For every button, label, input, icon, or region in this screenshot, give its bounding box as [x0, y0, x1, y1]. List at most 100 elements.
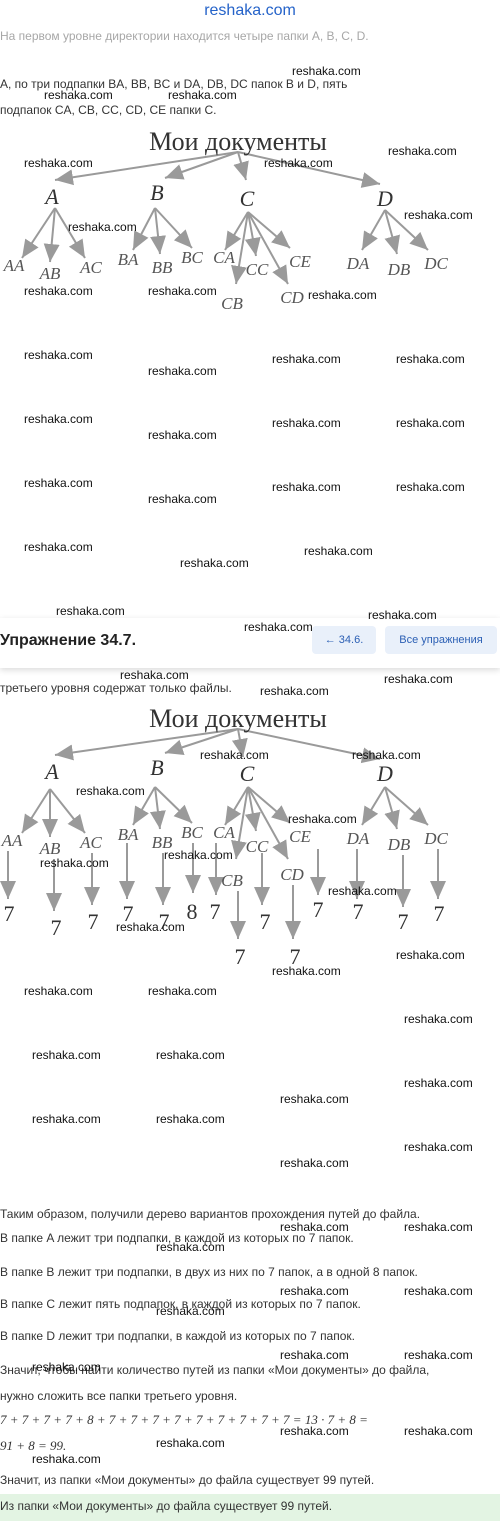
count-cb: 7: [235, 944, 246, 969]
watermark: reshaka.com: [148, 492, 217, 506]
watermark: reshaka.com: [148, 428, 217, 442]
watermark: reshaka.com: [404, 1424, 473, 1438]
watermark: reshaka.com: [24, 984, 93, 998]
folder-tree-diagram: Мои документы A B C D AA AB AC BA BB BC …: [3, 127, 449, 313]
tree2-node-cc: CC: [246, 837, 269, 856]
watermark: reshaka.com: [396, 948, 465, 962]
watermark: reshaka.com: [44, 88, 113, 102]
watermark: reshaka.com: [404, 1220, 473, 1234]
tree-edges-2: [0, 728, 446, 939]
watermark: reshaka.com: [24, 284, 93, 298]
solution-line-2: В папке A лежит три подпапки, в каждой и…: [0, 1231, 354, 1245]
watermark: reshaka.com: [352, 748, 421, 762]
solution-equation-2: 91 + 8 = 99.: [0, 1438, 67, 1453]
watermark: reshaka.com: [280, 1424, 349, 1438]
all-exercises-button[interactable]: Все упражнения: [385, 626, 497, 654]
watermark: reshaka.com: [156, 1304, 225, 1318]
node-cd: CD: [280, 288, 304, 307]
tree2-node-b: B: [150, 755, 163, 780]
watermark: reshaka.com: [264, 156, 333, 170]
solution-equation-1: 7 + 7 + 7 + 7 + 8 + 7 + 7 + 7 + 7 + 7 + …: [0, 1412, 368, 1427]
watermark: reshaka.com: [304, 544, 373, 558]
count-bb: 7: [159, 909, 170, 934]
watermark: reshaka.com: [148, 984, 217, 998]
node-aa: AA: [3, 256, 25, 275]
solution-line-3: В папке B лежит три подпапки, в двух из …: [0, 1265, 418, 1279]
watermark: reshaka.com: [32, 1048, 101, 1062]
exercise-title: Упражнение 34.7.: [0, 632, 137, 649]
tree-edges: [21, 151, 429, 285]
solution-line-1: Таким образом, получили дерево вариантов…: [0, 1207, 421, 1221]
node-da: DA: [346, 254, 370, 273]
tree2-node-dc: DC: [423, 829, 448, 848]
solution-conclusion: Значит, из папки «Мои документы» до файл…: [0, 1473, 375, 1487]
watermark: reshaka.com: [24, 348, 93, 362]
watermark: reshaka.com: [404, 1076, 473, 1090]
watermark: reshaka.com: [280, 1284, 349, 1298]
node-ce: CE: [289, 252, 311, 271]
watermark: reshaka.com: [260, 684, 329, 698]
arrow-left-icon: ←: [324, 634, 336, 646]
watermark: reshaka.com: [396, 352, 465, 366]
watermark: reshaka.com: [56, 604, 125, 618]
node-db: DB: [387, 260, 411, 279]
node-d: D: [376, 186, 393, 211]
site-link[interactable]: reshaka.com: [204, 2, 296, 19]
tree2-node-bc: BC: [181, 823, 203, 842]
node-ac: AC: [79, 258, 102, 277]
exercise-text-line: третьего уровня содержат только файлы.: [0, 681, 232, 695]
watermark: reshaka.com: [404, 1012, 473, 1026]
watermark: reshaka.com: [24, 540, 93, 554]
node-cc: CC: [246, 260, 269, 279]
watermark: reshaka.com: [68, 220, 137, 234]
watermark: reshaka.com: [32, 1360, 101, 1374]
watermark: reshaka.com: [200, 748, 269, 762]
tree2-node-cd: CD: [280, 865, 304, 884]
count-ba: 7: [123, 901, 134, 926]
node-a: A: [43, 184, 59, 209]
answer-text: Из папки «Мои документы» до файла сущест…: [0, 1499, 333, 1513]
watermark: reshaka.com: [32, 1112, 101, 1126]
watermark: reshaka.com: [168, 88, 237, 102]
watermark: reshaka.com: [180, 556, 249, 570]
answer-box: [0, 1494, 500, 1521]
count-cd: 7: [290, 944, 301, 969]
watermark: reshaka.com: [280, 1348, 349, 1362]
watermark: reshaka.com: [120, 668, 189, 682]
watermark: reshaka.com: [148, 364, 217, 378]
watermark: reshaka.com: [404, 208, 473, 222]
count-dc: 7: [434, 901, 445, 926]
prev-exercise-button[interactable]: ← 34.6.: [312, 626, 376, 654]
solution-line-4: В папке C лежит пять подпапок, в каждой …: [0, 1297, 361, 1311]
tree2-node-a: A: [43, 759, 59, 784]
intro-line-2: A, по три подпапки BA, BB, BC и DA, DB, …: [0, 77, 348, 91]
solution-line-6: Значит, чтобы найти количество путей из …: [0, 1363, 430, 1377]
watermark: reshaka.com: [396, 480, 465, 494]
intro-line-1: На первом уровне директории находится че…: [0, 29, 369, 43]
watermark: reshaka.com: [32, 1452, 101, 1466]
watermark: reshaka.com: [308, 288, 377, 302]
watermark: reshaka.com: [24, 476, 93, 490]
prev-exercise-label: 34.6.: [338, 634, 364, 646]
tree2-node-d: D: [376, 761, 393, 786]
watermark: reshaka.com: [156, 1048, 225, 1062]
node-ca: CA: [213, 248, 235, 267]
watermark: reshaka.com: [292, 64, 361, 78]
tree2-root-label: Мои документы: [149, 704, 327, 733]
tree2-node-ce: CE: [289, 827, 311, 846]
watermark: reshaka.com: [404, 1348, 473, 1362]
tree2-node-aa: AA: [1, 831, 23, 850]
solution-line-5: В папке D лежит три подпапки, в каждой и…: [0, 1329, 355, 1343]
tree2-node-da: DA: [346, 829, 370, 848]
watermark: reshaka.com: [272, 416, 341, 430]
watermark: reshaka.com: [404, 1284, 473, 1298]
watermark: reshaka.com: [272, 352, 341, 366]
tree2-node-bb: BB: [152, 833, 173, 852]
intro-line-3: подпапок CA, CB, CC, CD, CE папки C.: [0, 103, 217, 117]
watermark: reshaka.com: [280, 1220, 349, 1234]
count-aa: 7: [4, 901, 15, 926]
watermark: reshaka.com: [116, 920, 185, 934]
watermark: reshaka.com: [404, 1140, 473, 1154]
node-ba: BA: [118, 250, 139, 269]
node-c: C: [240, 186, 255, 211]
